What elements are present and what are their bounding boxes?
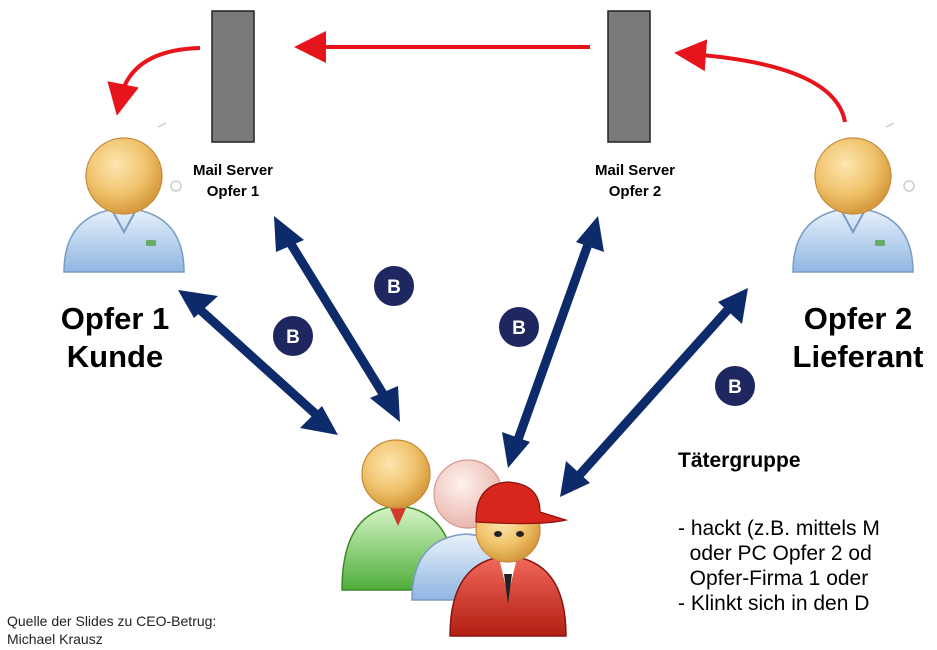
red-arrow-victim2-to-server2 [674,39,847,123]
blue-arrow-server2-group [502,216,604,468]
server2-label-line2: Opfer 2 [608,183,662,200]
server1-label-line1: Mail Server [192,162,274,179]
badge-4-label: B [728,377,742,398]
victim2-person-icon [792,137,914,273]
bullet-line-4: - Klinkt sich in den D [678,592,870,615]
source-note-line1: Quelle der Slides zu CEO-Betrug: [7,613,217,629]
faint-decoration [157,122,915,192]
badge-3: B [497,305,541,349]
victim2-label-line1: Opfer 2 [803,301,913,336]
victim1-label: Opfer 1 Kunde [40,300,190,376]
server1-label: Mail Server Opfer 1 [183,160,283,202]
victim1-label-line2: Kunde [66,339,164,374]
bullet-line-1: - hackt (z.B. mittels M [678,517,880,540]
server2-label: Mail Server Opfer 2 [585,160,685,202]
server1-label-line2: Opfer 1 [206,183,260,200]
perpetrator-bullets: - hackt (z.B. mittels M oder PC Opfer 2 … [678,516,937,616]
blue-arrow-server1-group [274,216,400,422]
victim2-label: Opfer 2 Lieferant [779,300,937,376]
badge-2-label: B [286,327,300,348]
victim1-person-icon [63,137,185,273]
server2-label-line1: Mail Server [594,162,676,179]
source-note: Quelle der Slides zu CEO-Betrug: Michael… [7,612,216,648]
mail-server-2 [607,10,651,143]
bullet-line-2: oder PC Opfer 2 od [678,542,872,565]
red-arrow-server1-to-victim1 [107,46,201,116]
blue-arrow-victim2-group [560,288,748,497]
mail-server-1 [211,10,255,143]
perpetrator-group-icon [341,439,569,637]
victim1-label-line1: Opfer 1 [60,301,170,336]
bullet-line-3: Opfer-Firma 1 oder [678,567,869,590]
badge-3-label: B [512,318,526,339]
source-note-line2: Michael Krausz [7,631,103,647]
perpetrator-group-title: Tätergruppe [678,449,801,472]
badge-2: B [271,314,315,358]
badge-4: B [713,364,757,408]
badge-1-label: B [387,277,401,298]
badge-1: B [372,264,416,308]
victim2-label-line2: Lieferant [792,339,924,374]
blue-arrow-victim1-group [178,290,338,435]
